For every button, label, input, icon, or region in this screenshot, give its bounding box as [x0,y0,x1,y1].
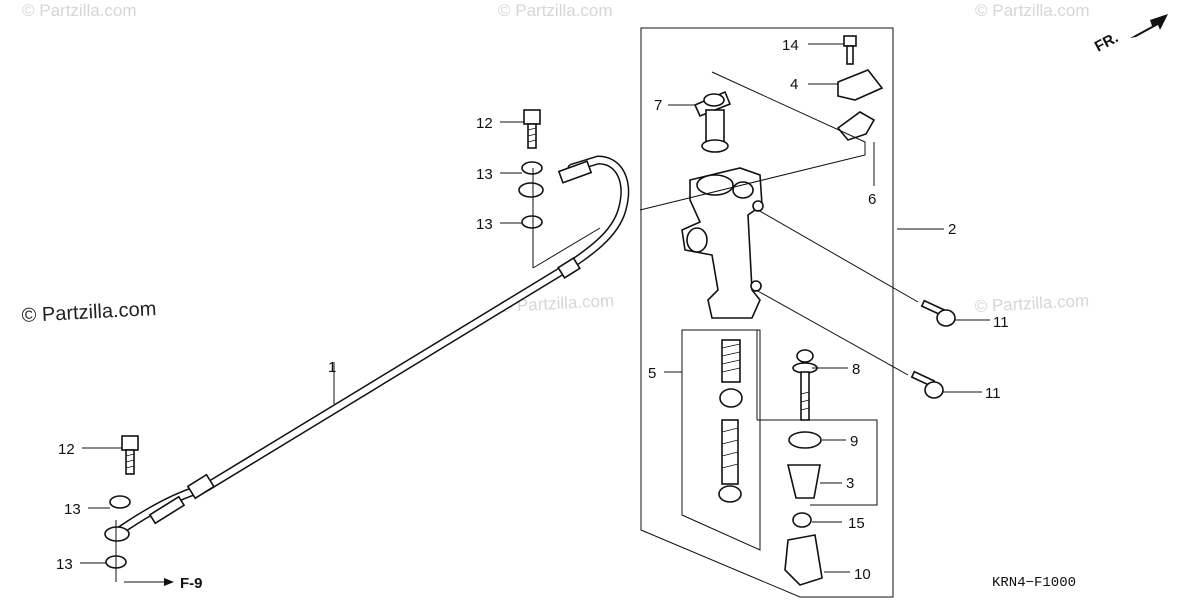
watermark-right: © Partzilla.com [974,291,1089,316]
piston-set [681,329,761,551]
front-direction-indicator: FR. [1092,14,1168,56]
bolt-alignment-lines [755,209,919,376]
watermark-main: © Partzilla.com [21,298,157,327]
reservoir-joint [693,90,732,153]
banjo-bolt-lower [121,435,139,475]
hose-banjo-upper [518,182,544,198]
callout-10: 10 [854,566,871,583]
push-rod-clevis [784,534,823,586]
diagram-code: KRN4−F1000 [992,575,1076,591]
callout-13-upper-1: 13 [476,166,493,183]
upper-bolt-group-line [532,168,601,269]
master-cylinder-body [681,167,764,319]
callout-7: 7 [654,97,662,114]
cap-screw [843,35,857,65]
callout-12-lower: 12 [58,441,75,458]
mounting-bolt-upper [920,299,956,327]
brake-hose [113,155,630,537]
callout-9: 9 [850,433,858,450]
push-rod [792,349,818,421]
washer-upper-2 [521,215,543,229]
reference-label-f9: F-9 [180,575,203,592]
callout-13-lower-2: 13 [56,556,73,573]
assembly-outline [640,27,894,598]
callout-15: 15 [848,515,865,532]
callout-12-upper: 12 [476,115,493,132]
callout-13-lower-1: 13 [64,501,81,518]
callout-6: 6 [868,191,876,208]
callout-leaders [80,43,990,573]
banjo-bolt-upper [523,109,541,149]
dust-boot [786,464,821,499]
hose-banjo-lower [104,526,130,542]
callout-2: 2 [948,221,956,238]
reservoir-cap [837,69,884,101]
callout-13-upper-2: 13 [476,216,493,233]
watermark-top-left: © Partzilla.com [22,1,137,20]
joint-nut [792,512,812,528]
front-arrow-icon [1130,14,1168,38]
pushrod-group-line [756,330,878,506]
front-label: FR. [1092,29,1121,55]
callout-14: 14 [782,37,799,54]
washer-upper-1 [521,161,543,175]
callout-8: 8 [852,361,860,378]
washer-lower-1 [109,495,131,509]
circlip [788,431,822,449]
reference-arrow-f9: F-9 [124,575,203,592]
mounting-bolt-lower [910,370,944,399]
callout-11-lower: 11 [985,385,1001,402]
watermark-top-center: © Partzilla.com [498,1,613,20]
cap-group-line [639,71,866,211]
callout-3: 3 [846,475,854,492]
callout-11-upper: 11 [993,314,1009,331]
watermark-top-right: © Partzilla.com [975,1,1090,20]
callout-1: 1 [328,359,336,376]
reservoir-diaphragm [836,111,876,141]
callout-4: 4 [790,76,798,93]
callout-5: 5 [648,365,656,382]
